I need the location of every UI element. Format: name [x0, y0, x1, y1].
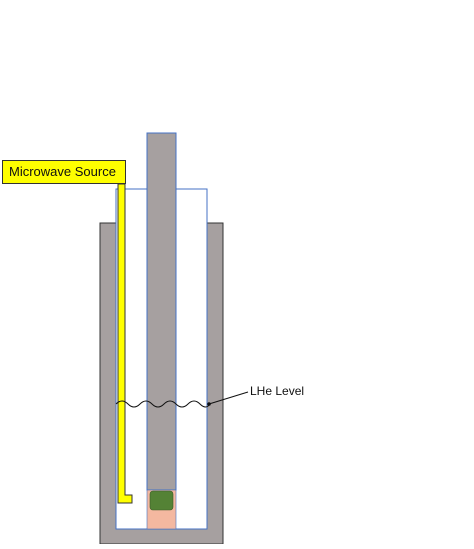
liquid-helium-level-line: [115, 400, 211, 408]
sample-rod: [146, 132, 177, 491]
microwave-source-label: Microwave Source: [2, 160, 126, 184]
lhe-level-leader-dot: [207, 402, 211, 406]
waveguide: [117, 183, 133, 504]
sample: [149, 490, 174, 511]
lhe-level-label: LHe Level: [250, 384, 305, 398]
lhe-level-leader: [208, 391, 249, 405]
